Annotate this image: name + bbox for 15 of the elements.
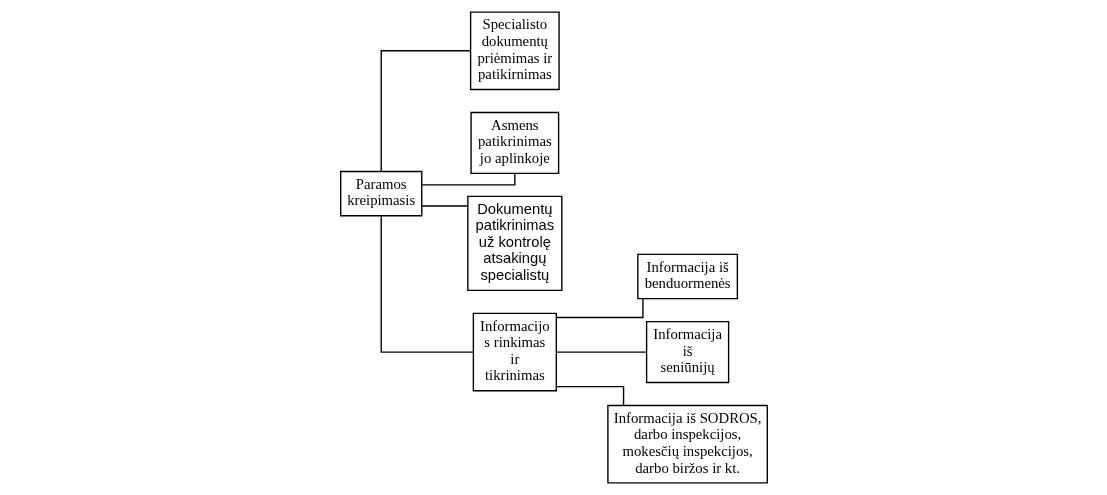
connector (420, 172, 516, 186)
node-box: Informacija iš seniūnijų (645, 321, 729, 384)
node-box: Dokumentų patikrinimas už kontrolę atsakingų specialistų (466, 195, 563, 292)
connector (555, 351, 647, 353)
connector (555, 298, 644, 319)
node-box: Asmens patikrinimas jo aplinkoje (469, 111, 559, 174)
node-box: Paramos kreipimasis (339, 170, 422, 217)
node-box: Informacija iš benduormenės (636, 253, 738, 300)
node-box: Specialisto dokumentų priėmimas ir patikirnimas (469, 11, 560, 91)
node-box: Informacijo s rinkimas ir tikrinimas (472, 312, 557, 392)
connector (380, 50, 471, 172)
connector (420, 205, 468, 207)
connector (555, 385, 624, 407)
connector (380, 215, 474, 353)
node-box: Informacija iš SODROS, darbo inspekcijos, mokesčių inspekcijos, darbo biržos ir kt. (606, 404, 768, 484)
